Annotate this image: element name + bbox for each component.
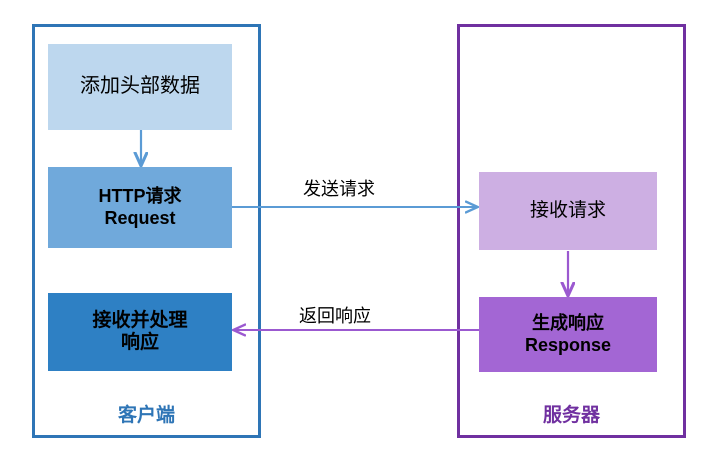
box-add-header-line1: 添加头部数据 <box>80 75 200 98</box>
server-zone-container <box>457 24 686 438</box>
box-receive-and-process-response[interactable]: 接收并处理 响应 <box>48 293 232 371</box>
client-zone-container <box>32 24 261 438</box>
box-add-header-data[interactable]: 添加头部数据 <box>48 44 232 130</box>
client-zone-label: 客户端 <box>117 405 175 426</box>
box-http-request-line2: Request <box>104 207 176 228</box>
box-receive-process-line2: 响应 <box>120 332 159 353</box>
box-receive-process-line1: 接收并处理 <box>92 309 188 331</box>
box-http-request-line1: HTTP请求 <box>98 186 182 207</box>
server-zone-label: 服务器 <box>542 405 600 426</box>
box-generate-response-line2: Response <box>524 334 612 355</box>
connector-label-send-request: 发送请求 <box>303 179 375 199</box>
box-receive-request[interactable]: 接收请求 <box>479 172 657 250</box>
connector-label-return-response: 返回响应 <box>299 306 371 326</box>
box-generate-response-line1: 生成响应 <box>532 313 604 334</box>
box-receive-request-line1: 接收请求 <box>529 199 606 221</box>
box-http-request[interactable]: HTTP请求 Request <box>48 167 232 248</box>
box-generate-response[interactable]: 生成响应 Response <box>479 297 657 372</box>
